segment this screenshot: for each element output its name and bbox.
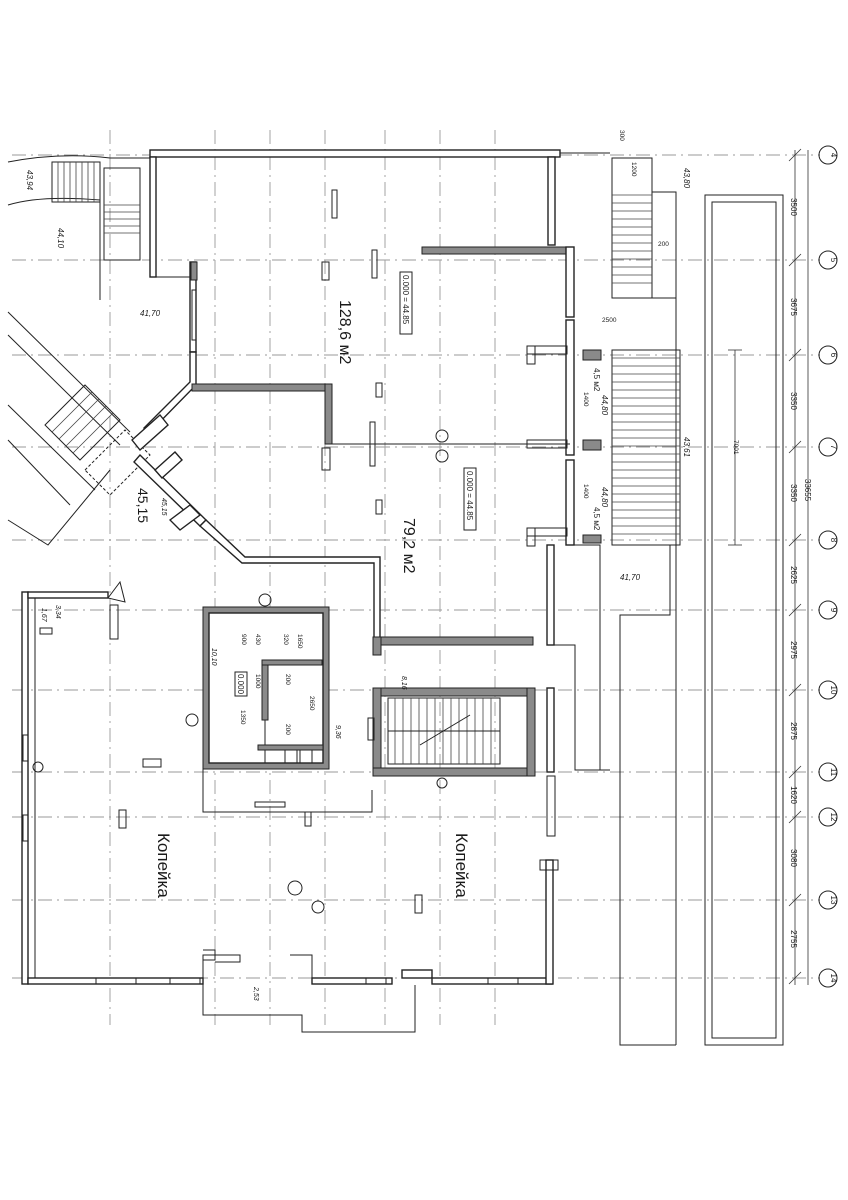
stair-core bbox=[198, 519, 610, 837]
level-9-36: 9,36 bbox=[334, 725, 341, 739]
room-area-sill-1: 4,5 м2 bbox=[592, 368, 601, 392]
axis-marker-label: 10 bbox=[829, 686, 838, 695]
dim-2650: 2650 bbox=[308, 696, 315, 711]
axis-dimension: 3080 bbox=[789, 849, 798, 867]
axis-marker-9 bbox=[818, 600, 838, 620]
dim-300: 300 bbox=[618, 130, 625, 141]
overall-dimension: 33655 bbox=[803, 479, 812, 502]
level-45-15-small: 45,15 bbox=[160, 498, 167, 516]
axis-dimension: 3500 bbox=[789, 198, 798, 216]
dim-1400-b: 1400 bbox=[582, 484, 589, 499]
axis-marker-label: 4 bbox=[829, 153, 838, 158]
level-41-70-b: 41,70 bbox=[620, 573, 641, 582]
axis-dimension: 3675 bbox=[789, 298, 798, 316]
axis-dimension: 3350 bbox=[789, 392, 798, 410]
axis-marker-8 bbox=[818, 530, 838, 550]
level-8-16: 8,16 bbox=[400, 676, 407, 690]
axis-marker-4 bbox=[818, 145, 838, 165]
axis-marker-11 bbox=[818, 762, 838, 782]
dim-320: 320 bbox=[282, 634, 289, 645]
shop-walls bbox=[21, 580, 559, 1033]
dim-200-b: 200 bbox=[284, 724, 291, 735]
dim-2500: 2500 bbox=[602, 317, 617, 324]
axis-marker-label: 5 bbox=[829, 258, 838, 263]
axis-marker-label: 8 bbox=[829, 538, 838, 543]
level-10-10: 10,10 bbox=[210, 648, 217, 666]
axis-marker-12 bbox=[818, 807, 838, 827]
level-44-10: 44,10 bbox=[56, 228, 65, 249]
level-2-53: 2,53 bbox=[252, 986, 259, 1001]
axis-dimension: 2875 bbox=[789, 722, 798, 740]
dim-7001: 7001 bbox=[732, 440, 739, 455]
axis-marker-7 bbox=[818, 437, 838, 457]
dim-1650: 1650 bbox=[296, 634, 303, 649]
room-name-left-shop: Копейка bbox=[154, 833, 173, 898]
fixture-symbols bbox=[32, 429, 449, 914]
axis-marker-label: 7 bbox=[829, 445, 838, 450]
level-1-67: 1,67 bbox=[40, 608, 47, 623]
grid-axes bbox=[12, 130, 820, 1025]
axis-marker-10 bbox=[818, 680, 838, 700]
axis-dimension: 2755 bbox=[789, 930, 798, 948]
dim-430: 430 bbox=[254, 634, 261, 645]
level-44-80-a: 44,80 bbox=[600, 395, 609, 416]
dim-1350: 1350 bbox=[239, 710, 246, 725]
dim-200-a: 200 bbox=[284, 674, 291, 685]
dim-1200: 1200 bbox=[630, 162, 637, 177]
room-name-right-shop: Копейка bbox=[452, 833, 471, 898]
axis-dimension: 2625 bbox=[789, 566, 798, 584]
room-area-sill-2: 4,5 м2 bbox=[592, 507, 601, 531]
axis-marker-label: 11 bbox=[829, 768, 838, 777]
site-exterior bbox=[7, 155, 151, 546]
level-43-80: 43,80 bbox=[682, 168, 691, 189]
axis-marker-label: 13 bbox=[829, 896, 838, 905]
level-tag-middle: 0.000 = 44.85 bbox=[465, 471, 474, 521]
dim-900: 900 bbox=[240, 634, 247, 645]
axis-marker-14 bbox=[818, 968, 838, 988]
axis-marker-label: 9 bbox=[829, 608, 838, 613]
room-area-middle-hall: 79,2 м2 bbox=[400, 518, 417, 574]
axis-marker-label: 12 bbox=[829, 813, 838, 822]
dim-200-top: 200 bbox=[658, 241, 669, 248]
level-tag-upper: 0.000 = 44.85 bbox=[401, 275, 410, 325]
level-tag-wc: 0.000 bbox=[236, 674, 245, 695]
dim-1400-a: 1400 bbox=[582, 392, 589, 407]
level-43-94: 43,94 bbox=[25, 170, 34, 191]
room-area-upper-hall: 128,6 м2 bbox=[336, 300, 353, 364]
axis-marker-6 bbox=[818, 345, 838, 365]
axis-marker-13 bbox=[818, 890, 838, 910]
level-44-80-b: 44,80 bbox=[600, 487, 609, 508]
level-41-70-a: 41,70 bbox=[140, 309, 161, 318]
right-terrace bbox=[566, 157, 784, 1046]
level-43-61: 43,61 bbox=[682, 437, 691, 457]
axis-marker-5 bbox=[818, 250, 838, 270]
level-45-15-large: 45,15 bbox=[135, 488, 151, 523]
drawing-labels: 128,6 м2 79,2 м2 4,5 м2 4,5 м2 Копейка К… bbox=[25, 130, 739, 1001]
upper-hall-walls bbox=[131, 149, 610, 547]
level-3-34: 3,34 bbox=[54, 605, 61, 619]
axis-dimension: 2975 bbox=[789, 641, 798, 659]
axis-dimension-chain: 4 5 6 7 8 9 10 11 12 13 14 3500 3675 335… bbox=[788, 145, 838, 988]
wc-block bbox=[202, 606, 373, 827]
axis-marker-label: 6 bbox=[829, 353, 838, 358]
axis-dimension: 3350 bbox=[789, 484, 798, 502]
axis-marker-label: 14 bbox=[829, 974, 838, 983]
dim-1000: 1000 bbox=[254, 674, 261, 689]
axis-dimension: 1620 bbox=[789, 786, 798, 804]
